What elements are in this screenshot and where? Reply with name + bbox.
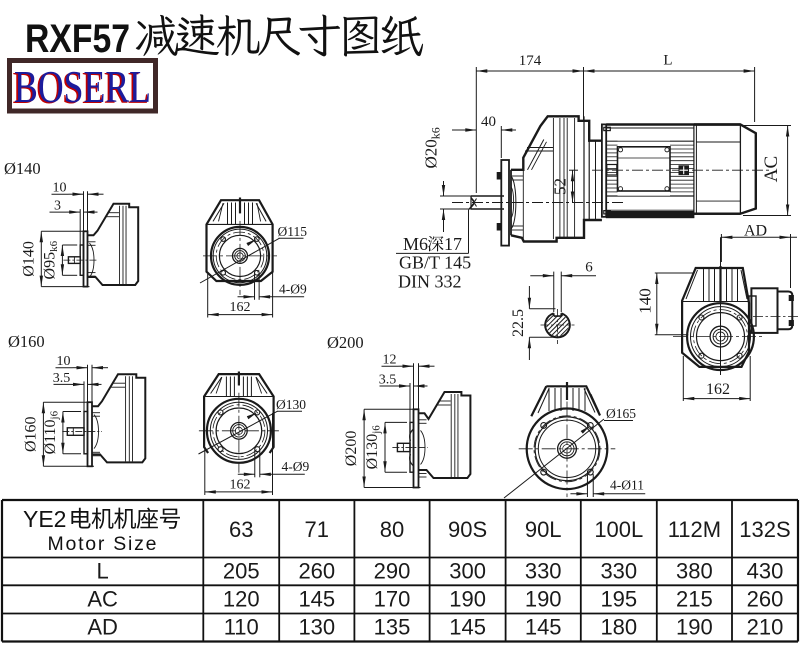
- svg-text:260: 260: [747, 587, 784, 612]
- svg-text:380: 380: [676, 559, 713, 584]
- svg-text:52: 52: [551, 178, 570, 195]
- svg-text:BOSERL: BOSERL: [14, 61, 151, 112]
- svg-text:4-Ø9: 4-Ø9: [282, 459, 310, 474]
- svg-text:330: 330: [525, 559, 562, 584]
- svg-text:Ø160: Ø160: [22, 416, 39, 452]
- svg-text:63: 63: [229, 517, 253, 542]
- svg-text:3.5: 3.5: [53, 371, 71, 386]
- svg-text:215: 215: [676, 587, 713, 612]
- svg-text:190: 190: [449, 587, 486, 612]
- svg-text:90L: 90L: [525, 517, 562, 542]
- svg-text:4-Ø9: 4-Ø9: [279, 282, 307, 297]
- svg-text:145: 145: [449, 615, 486, 640]
- svg-text:195: 195: [600, 587, 637, 612]
- svg-text:162: 162: [230, 300, 251, 315]
- svg-text:290: 290: [374, 559, 411, 584]
- svg-text:110: 110: [224, 615, 259, 640]
- svg-text:174: 174: [519, 53, 542, 69]
- svg-text:Ø160: Ø160: [8, 332, 45, 351]
- svg-text:BOSERL: BOSERL: [12, 62, 149, 113]
- svg-text:71: 71: [305, 517, 329, 542]
- svg-text:170: 170: [374, 587, 411, 612]
- svg-text:190: 190: [525, 587, 562, 612]
- svg-text:Ø140: Ø140: [4, 159, 41, 178]
- svg-text:L: L: [663, 53, 672, 69]
- svg-text:22.5: 22.5: [510, 309, 527, 337]
- svg-text:180: 180: [600, 615, 637, 640]
- svg-text:Ø115: Ø115: [278, 224, 308, 239]
- svg-text:YE2: YE2: [23, 506, 66, 532]
- svg-text:AC: AC: [761, 156, 782, 182]
- svg-text:40: 40: [481, 114, 496, 130]
- svg-text:90S: 90S: [448, 517, 487, 542]
- svg-text:AC: AC: [87, 587, 118, 612]
- svg-text:330: 330: [600, 559, 637, 584]
- svg-text:4-Ø11: 4-Ø11: [610, 478, 644, 493]
- svg-text:205: 205: [223, 559, 260, 584]
- svg-text:430: 430: [747, 559, 784, 584]
- svg-text:300: 300: [449, 559, 486, 584]
- svg-text:DIN 332: DIN 332: [398, 272, 462, 292]
- svg-text:120: 120: [223, 587, 260, 612]
- svg-text:Motor Size: Motor Size: [48, 533, 157, 555]
- svg-text:Ø130j6: Ø130j6: [364, 425, 383, 470]
- svg-text:10: 10: [53, 181, 67, 196]
- svg-text:L: L: [97, 559, 109, 584]
- svg-text:80: 80: [380, 517, 404, 542]
- svg-text:112M: 112M: [668, 517, 721, 542]
- svg-text:130: 130: [298, 615, 335, 640]
- svg-text:162: 162: [706, 381, 730, 398]
- svg-text:100L: 100L: [594, 517, 643, 542]
- svg-text:3: 3: [54, 199, 61, 214]
- svg-text:Ø200: Ø200: [343, 431, 360, 467]
- svg-text:Ø130: Ø130: [276, 397, 306, 412]
- svg-text:Ø110j6: Ø110j6: [42, 410, 61, 454]
- svg-text:M6: M6: [403, 234, 428, 254]
- svg-text:145: 145: [525, 615, 562, 640]
- svg-text:GB/T 145: GB/T 145: [399, 253, 471, 273]
- svg-text:Ø200: Ø200: [327, 333, 364, 352]
- svg-text:6: 6: [585, 260, 593, 276]
- svg-text:145: 145: [298, 587, 335, 612]
- svg-text:162: 162: [230, 478, 251, 493]
- svg-text:3.5: 3.5: [379, 373, 397, 388]
- svg-text:RXF57: RXF57: [25, 17, 130, 61]
- svg-text:210: 210: [747, 615, 784, 640]
- svg-text:Ø165: Ø165: [606, 406, 636, 421]
- svg-text:AD: AD: [744, 223, 767, 240]
- svg-text:12: 12: [383, 353, 397, 368]
- svg-text:140: 140: [636, 288, 655, 314]
- svg-text:190: 190: [676, 615, 713, 640]
- svg-text:260: 260: [298, 559, 335, 584]
- svg-text:10: 10: [57, 354, 71, 369]
- svg-text:135: 135: [374, 615, 411, 640]
- svg-text:AD: AD: [87, 615, 118, 640]
- svg-text:132S: 132S: [739, 517, 790, 542]
- svg-text:Ø140: Ø140: [20, 241, 37, 277]
- svg-text:17: 17: [444, 234, 462, 254]
